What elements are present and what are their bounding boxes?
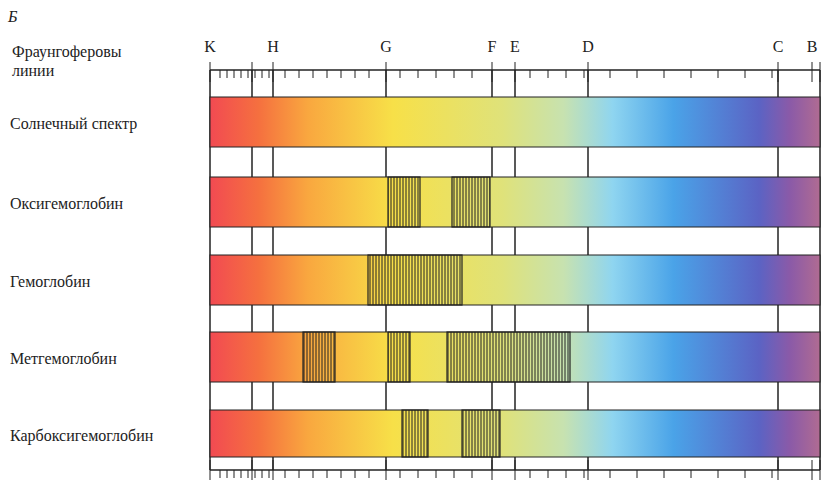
- spectrum-bands: [210, 97, 820, 457]
- fraunhofer-letter: F: [488, 38, 497, 56]
- row-label: Метгемоглобин: [10, 350, 117, 368]
- spectrum-row: Метгемоглобин: [0, 332, 820, 382]
- spectrum-row: Оксигемоглобин: [0, 177, 820, 227]
- absorption-bands: [303, 177, 570, 457]
- fraunhofer-letter: G: [380, 38, 392, 56]
- spectrum-row: Карбоксигемоглобин: [0, 410, 820, 457]
- fraunhofer-letter: B: [807, 38, 818, 56]
- scale-ticks: [210, 62, 820, 480]
- fraunhofer-letter: K: [204, 38, 216, 56]
- fraunhofer-letter: H: [267, 38, 279, 56]
- spectrum-row: Гемоглобин: [0, 255, 820, 305]
- row-label: Карбоксигемоглобин: [10, 427, 153, 445]
- axis-title: Фраунгоферовы линии: [12, 42, 162, 80]
- fraunhofer-letter: C: [773, 38, 784, 56]
- row-label: Гемоглобин: [10, 273, 90, 291]
- row-label: Солнечный спектр: [10, 115, 137, 133]
- fraunhofer-letter: D: [582, 38, 594, 56]
- row-label: Оксигемоглобин: [10, 195, 123, 213]
- spectrum-row: Солнечный спектр: [0, 97, 820, 147]
- panel-letter: Б: [8, 8, 17, 26]
- grid-lines: [210, 70, 820, 470]
- fraunhofer-letter: E: [510, 38, 520, 56]
